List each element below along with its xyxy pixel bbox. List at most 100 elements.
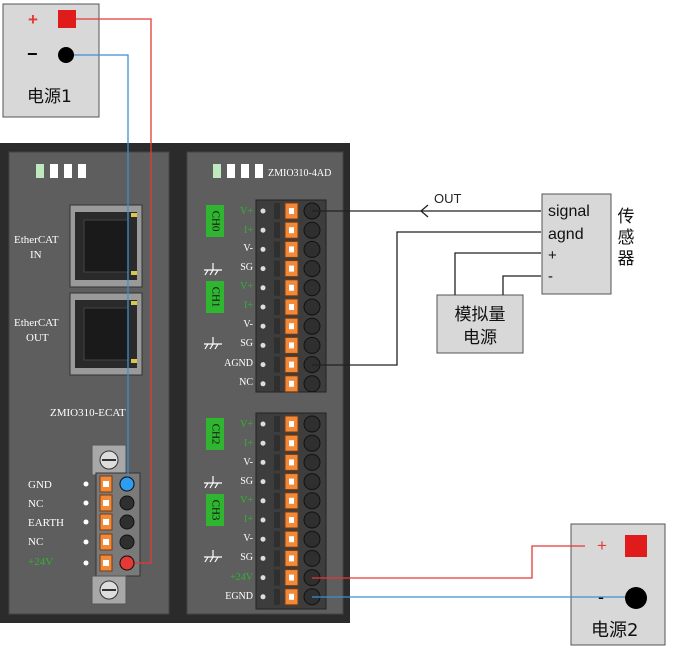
pin-agnd: AGND [224,358,253,369]
sensor-pin-plus: + [548,247,557,264]
ch3-badge [206,494,224,526]
ps2-label: 电源2 [591,620,638,641]
ad-terminal-latch [274,299,280,315]
ps2-plus-label: + [597,536,607,555]
ad-terminal-screw [303,434,321,452]
pin-ch0-iplus: I+ [244,225,253,236]
ad-pin-dot [260,227,266,233]
ad-terminal-latch [274,241,280,258]
ecat-terminal-slot-hole [103,539,109,545]
ethercat-in-label-2: IN [30,249,42,261]
analog-supply-line-1: 模拟量 [455,305,506,325]
ecat-terminal-slot-hole [103,519,109,525]
ad-pin-dot [260,285,266,291]
pin-24v: +24V [230,572,254,583]
wire-ps1-plus [76,18,152,564]
ad-terminal-screw [303,221,321,239]
ad-terminal-latch [274,588,280,605]
ad-terminal-latch [274,318,280,335]
ad-terminal-screw [303,336,321,354]
ethercat-in-port [69,204,143,288]
sensor-label-char: 感 [618,228,635,248]
ad-terminal-slot-hole [289,284,294,291]
ecat-terminal-nc-1: NC [28,498,43,510]
ad-terminal-slot-hole [289,497,294,504]
ad-pin-dot [260,323,266,329]
ad-terminal-latch [274,550,280,567]
ad-terminal-slot-hole [289,227,294,234]
ps1-label: 电源1 [27,87,72,107]
ad-pin-dot [260,459,266,465]
ecat-terminal-slot-hole [103,560,109,566]
ch2-badge [206,418,224,450]
ad-terminal-latch [274,222,280,239]
ad-module: ZMIO310-4AD CH0 CH1 CH2 CH3 V+ I+ V- [176,143,350,623]
pin-ch3-iplus: I+ [244,514,253,525]
ad-status-leds [213,164,263,178]
ad-terminal-latch [274,279,280,296]
ethercat-out-label-2: OUT [26,332,49,344]
out-arrow-icon [420,204,429,218]
ad-terminal-latch [274,512,280,528]
ethercat-in-label-1: EtherCAT [14,234,59,246]
pin-ch2-sg: SG [240,476,253,487]
ecat-module: EtherCAT IN EtherCAT OUT ZMIO310-ECAT GN… [0,143,176,623]
pin-ch0-vplus: V+ [240,206,253,217]
analog-power-supply: 模拟量 电源 [436,294,524,354]
ch2-label: CH2 [209,424,221,445]
sensor-pin-minus: - [548,268,553,285]
ad-terminal-latch [274,375,280,392]
pin-ch3-vminus: V- [243,533,253,544]
ecat-terminal-screw [119,534,135,550]
ps2-plus-terminal [625,535,647,557]
ad-terminal-latch [274,337,280,354]
ad-pin-dot [260,555,266,561]
ad-terminal-slot-hole [289,304,294,310]
ad-terminal-slot-hole [289,380,294,387]
wire-sensor-agnd [312,231,541,366]
ad-pin-dot [260,594,266,600]
ad-pin-dot [260,304,266,310]
ad-pin-dot [260,208,266,214]
wire-sensor-plus [454,252,541,295]
ecat-terminal-24v: +24V [28,556,53,568]
ad-terminal-latch [274,454,280,471]
pin-ch1-iplus: I+ [244,300,253,311]
power-supply-1: + − 电源1 [2,3,100,118]
ch1-badge [206,281,224,313]
ch0-badge [206,205,224,237]
ad-terminal-slot-hole [289,361,294,368]
ad-terminal-latch [274,435,280,452]
ecat-terminal-nc-2: NC [28,536,43,548]
ecat-status-leds [36,164,86,178]
ad-terminal-latch [274,569,280,586]
wire-ps1-minus [74,54,129,484]
pin-ch2-iplus: I+ [244,438,253,449]
ch3-label: CH3 [209,500,221,521]
pin-ch3-sg: SG [240,552,253,563]
ecat-terminal-slot-hole [103,500,109,506]
ad-terminal-slot-hole [289,440,294,447]
pin-egnd: EGND [225,591,253,602]
pin-ch1-sg: SG [240,338,253,349]
out-label: OUT [434,191,462,206]
sensor-label: 传感器 [618,207,635,269]
ecat-terminal-dot [83,519,89,525]
ad-pin-dot [260,517,266,523]
ecat-terminal-screw [119,514,135,530]
ad-pin-dot [260,381,266,387]
power-supply-2: + - 电源2 [570,523,666,646]
ps1-minus-label: − [27,44,38,64]
ad-terminal-screw [303,492,321,510]
wires [74,18,625,598]
ad-pin-dots [260,208,266,600]
ad-terminal-screw [303,240,321,258]
ad-terminal-screw [303,511,321,529]
ch0-label: CH0 [209,211,221,232]
pin-ch0-vminus: V- [243,243,253,254]
ad-pin-dot [260,498,266,504]
sensor-label-char: 传 [618,207,635,227]
ad-terminal-latch [274,492,280,509]
pin-ch2-vplus: V+ [240,419,253,430]
